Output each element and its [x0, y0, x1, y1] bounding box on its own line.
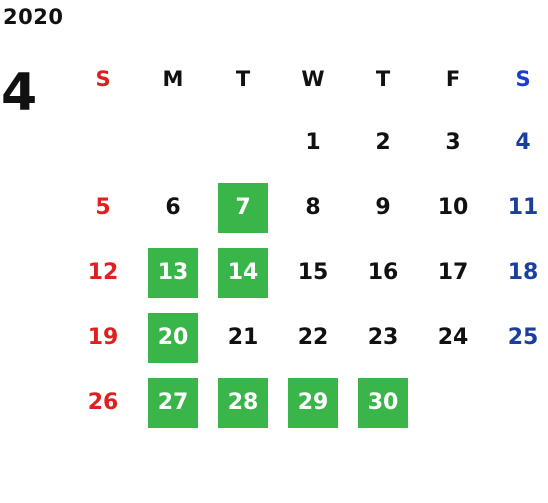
- day-number: 27: [148, 377, 198, 428]
- day-cell[interactable]: 23: [348, 305, 418, 370]
- day-cell[interactable]: 16: [348, 240, 418, 305]
- weekday-header: T: [375, 67, 391, 91]
- day-number: 21: [227, 325, 259, 350]
- day-cell[interactable]: 13: [138, 240, 208, 305]
- weekday-header: F: [445, 67, 461, 91]
- day-number: 3: [445, 130, 461, 155]
- month-number: 4: [1, 63, 38, 123]
- empty-day-cell: [488, 370, 548, 435]
- day-number: 13: [148, 247, 198, 298]
- day-cell[interactable]: 5: [68, 175, 138, 240]
- day-number: 25: [507, 325, 539, 350]
- day-number: 6: [165, 195, 181, 220]
- weekday-header: M: [162, 67, 184, 91]
- day-number: 17: [437, 260, 469, 285]
- day-number: [78, 118, 128, 168]
- day-cell[interactable]: 25: [488, 305, 548, 370]
- day-cell[interactable]: 11: [488, 175, 548, 240]
- day-cell[interactable]: 7: [208, 175, 278, 240]
- day-number: 23: [367, 325, 399, 350]
- day-cell[interactable]: 3: [418, 110, 488, 175]
- day-number: [498, 378, 548, 428]
- day-cell[interactable]: 4: [488, 110, 548, 175]
- day-number: 7: [218, 182, 268, 233]
- day-number: 12: [87, 260, 119, 285]
- day-number: 14: [218, 247, 268, 298]
- day-cell[interactable]: 19: [68, 305, 138, 370]
- day-number: 19: [87, 325, 119, 350]
- day-cell[interactable]: 17: [418, 240, 488, 305]
- empty-day-cell: [208, 110, 278, 175]
- day-number: 5: [95, 195, 111, 220]
- day-cell[interactable]: 30: [348, 370, 418, 435]
- empty-day-cell: [138, 110, 208, 175]
- empty-day-cell: [68, 110, 138, 175]
- weekday-header: S: [95, 67, 111, 91]
- day-number: [148, 118, 198, 168]
- day-number: 10: [437, 195, 469, 220]
- day-cell[interactable]: 22: [278, 305, 348, 370]
- weekday-header: W: [301, 67, 325, 91]
- day-number: 22: [297, 325, 329, 350]
- day-number: 11: [507, 195, 539, 220]
- day-cell[interactable]: 12: [68, 240, 138, 305]
- day-number: 8: [305, 195, 321, 220]
- day-number: 26: [87, 390, 119, 415]
- day-number: 30: [358, 377, 408, 428]
- day-number: 15: [297, 260, 329, 285]
- weekday-header: T: [235, 67, 251, 91]
- day-cell[interactable]: 27: [138, 370, 208, 435]
- day-number: [428, 378, 478, 428]
- day-cell[interactable]: 18: [488, 240, 548, 305]
- day-cell[interactable]: 2: [348, 110, 418, 175]
- day-cell[interactable]: 29: [278, 370, 348, 435]
- day-number: 28: [218, 377, 268, 428]
- day-number: 1: [305, 130, 321, 155]
- day-number: 2: [375, 130, 391, 155]
- day-number: 9: [375, 195, 391, 220]
- day-cell[interactable]: 24: [418, 305, 488, 370]
- year-label: 2020: [3, 5, 64, 29]
- day-number: [218, 118, 268, 168]
- day-number: 18: [507, 260, 539, 285]
- day-cell[interactable]: 10: [418, 175, 488, 240]
- day-cell[interactable]: 26: [68, 370, 138, 435]
- day-cell[interactable]: 14: [208, 240, 278, 305]
- day-number: 16: [367, 260, 399, 285]
- weekday-header: S: [515, 67, 531, 91]
- day-number: 24: [437, 325, 469, 350]
- day-number: 20: [148, 312, 198, 363]
- day-cell[interactable]: 20: [138, 305, 208, 370]
- day-number: 29: [288, 377, 338, 428]
- day-cell[interactable]: 15: [278, 240, 348, 305]
- day-number: 4: [515, 130, 531, 155]
- day-cell[interactable]: 9: [348, 175, 418, 240]
- day-cell[interactable]: 1: [278, 110, 348, 175]
- day-cell[interactable]: 21: [208, 305, 278, 370]
- day-cell[interactable]: 28: [208, 370, 278, 435]
- day-cell[interactable]: 6: [138, 175, 208, 240]
- empty-day-cell: [418, 370, 488, 435]
- day-cell[interactable]: 8: [278, 175, 348, 240]
